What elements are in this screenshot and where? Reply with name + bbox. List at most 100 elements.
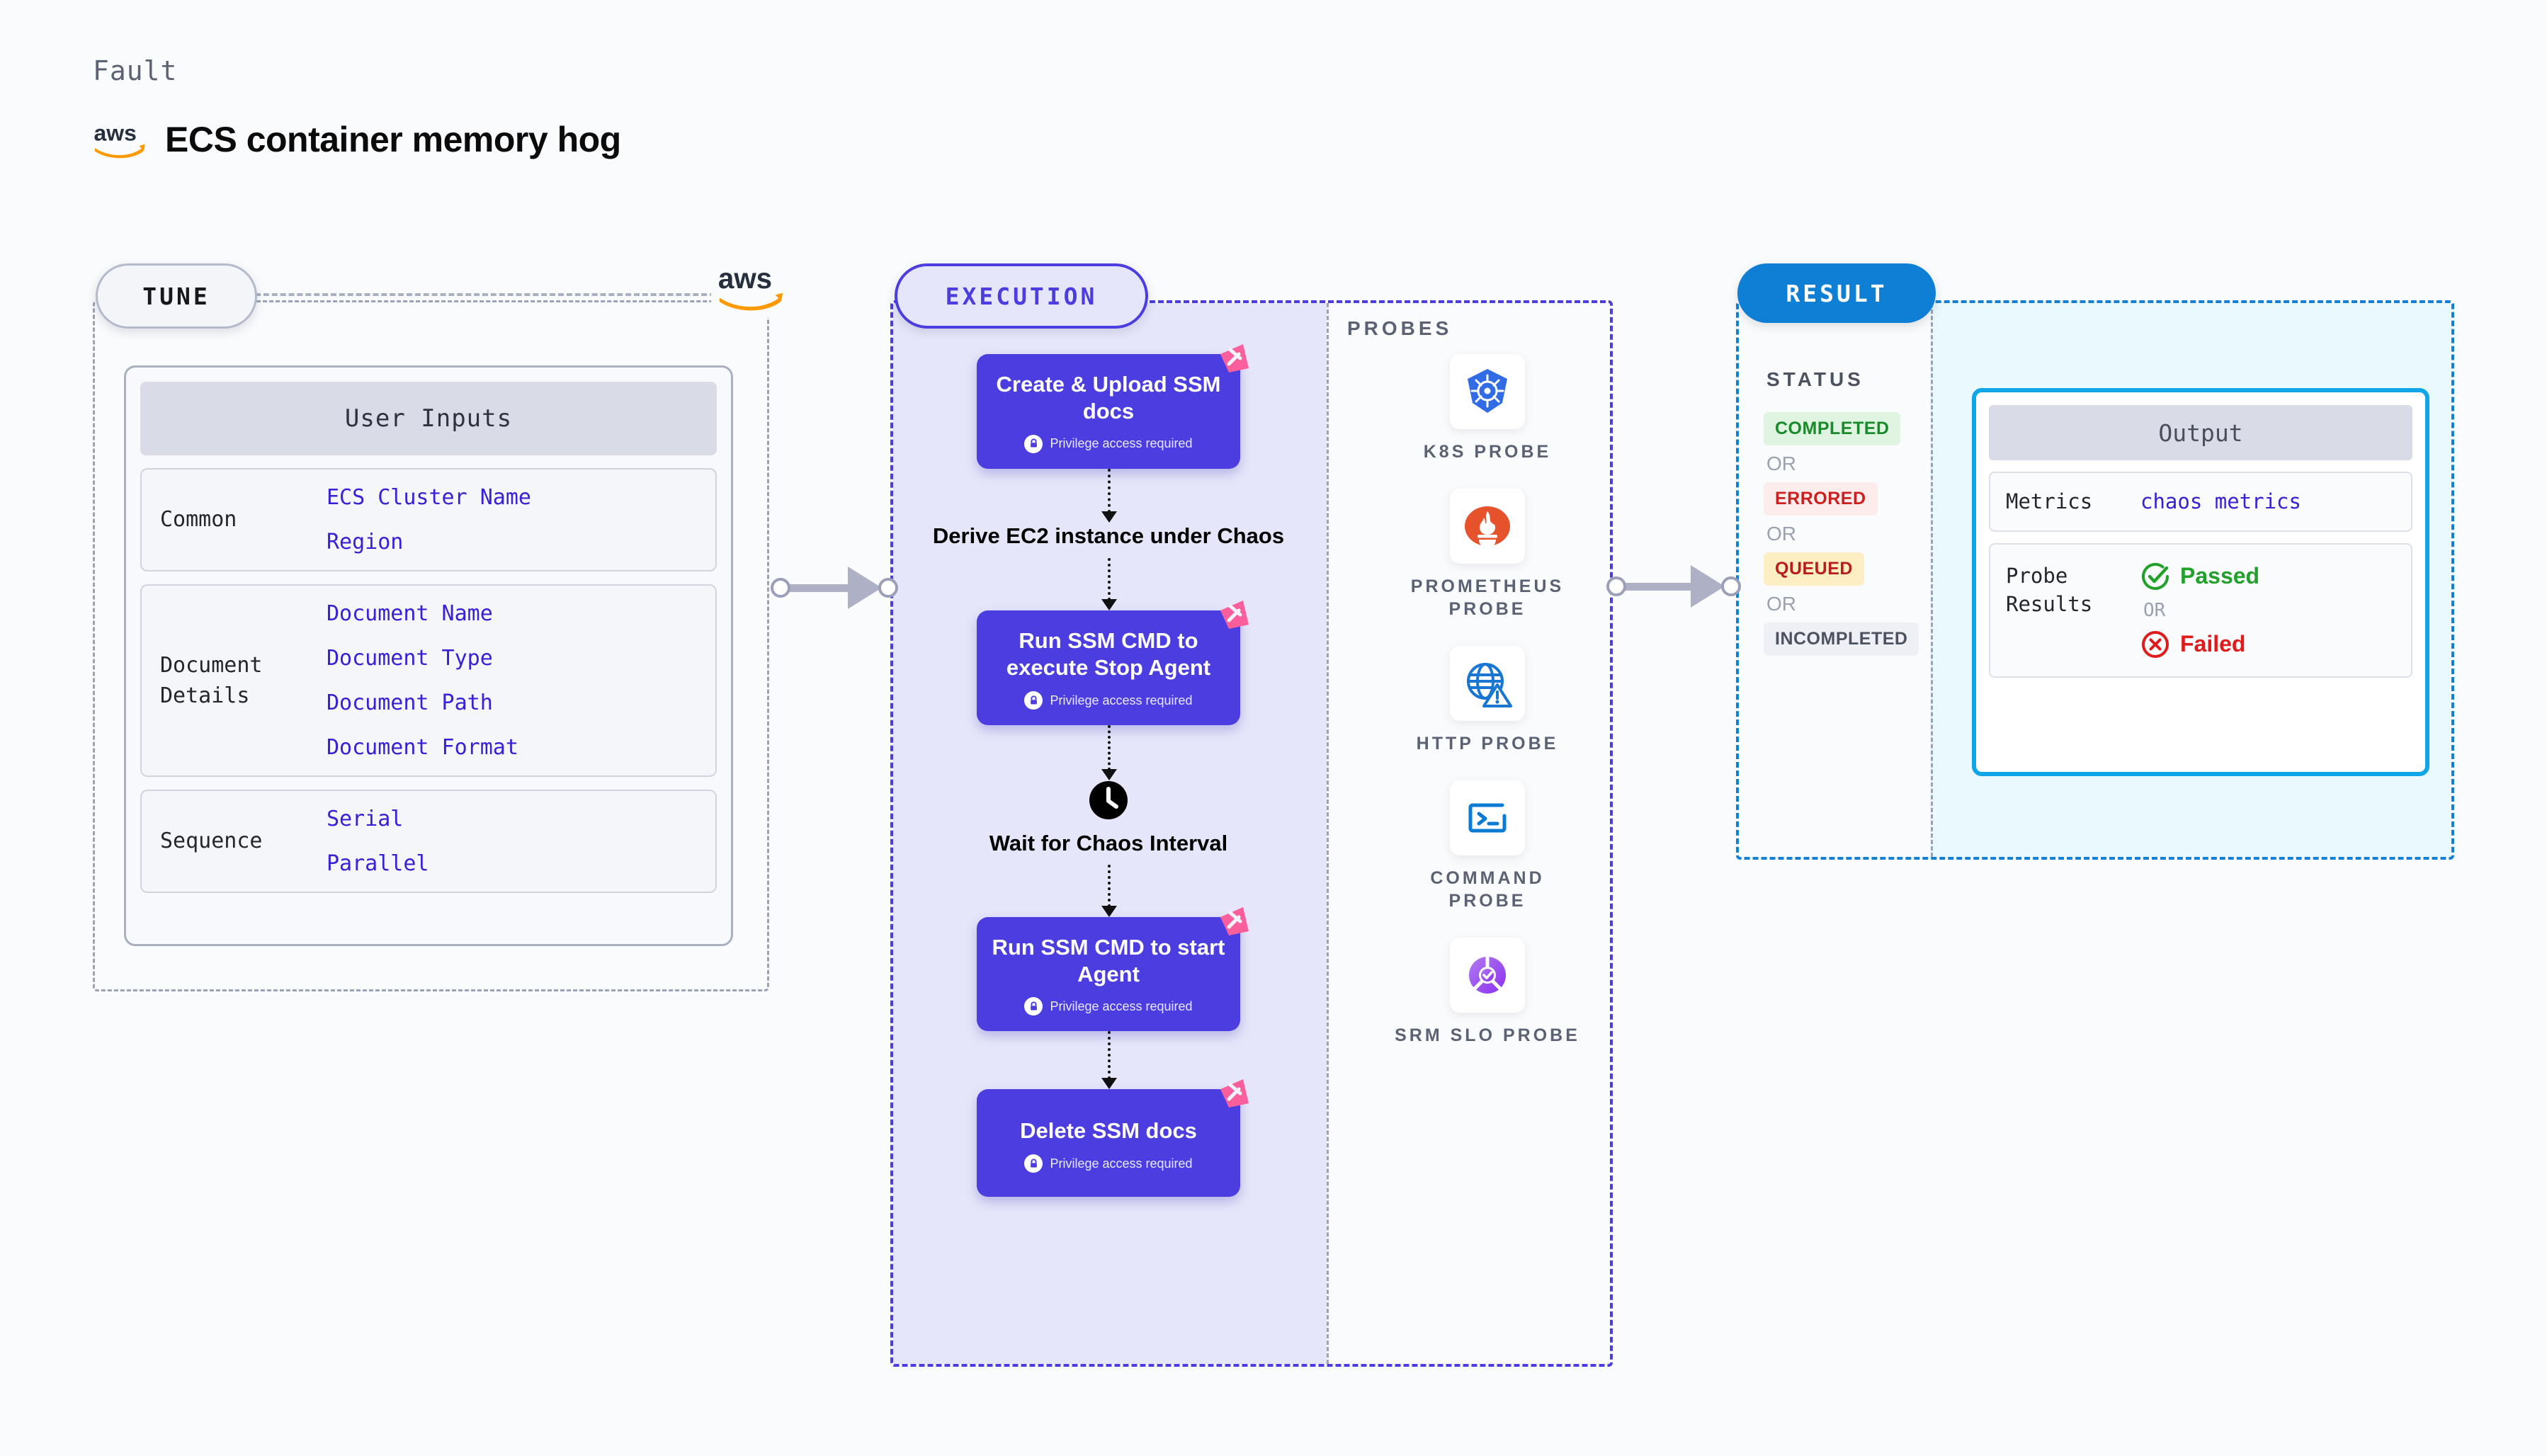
input-group-label: Common: [160, 507, 237, 533]
page-title: ECS container memory hog: [165, 120, 621, 159]
probe-tile: [1449, 354, 1525, 429]
status-badge-queued: QUEUED: [1764, 552, 1864, 586]
flow-node-title: Create & Upload SSM docs: [996, 372, 1221, 423]
output-row-probe-results: Probe Results Passed OR: [1989, 542, 2412, 678]
probe-result-or-label: OR: [2143, 599, 2166, 621]
flow-node[interactable]: Create & Upload SSM docs Privilege acces…: [977, 344, 1249, 469]
status-list: COMPLETED OR ERRORED OR QUEUED OR INCOMP…: [1764, 412, 1934, 656]
input-option[interactable]: ECS Cluster Name: [327, 485, 531, 510]
connector-line: [779, 584, 864, 592]
probe-result-failed-label: Failed: [2180, 631, 2246, 657]
input-option[interactable]: Parallel: [327, 851, 429, 876]
user-inputs-card: User Inputs Common ECS Cluster Name Regi…: [124, 365, 733, 946]
flow-node[interactable]: Run SSM CMD to execute Stop Agent Privil…: [977, 601, 1249, 725]
svg-text:aws: aws: [718, 262, 772, 295]
probe-result-failed: Failed: [2140, 630, 2259, 659]
flow-arrow: [1101, 468, 1117, 523]
connector-arrowhead: [848, 567, 882, 609]
lock-icon: [1024, 997, 1043, 1016]
probe-result-passed: Passed: [2140, 562, 2259, 591]
privilege-note-text: Privilege access required: [1050, 999, 1193, 1013]
input-option[interactable]: Document Name: [327, 601, 493, 626]
probes-column: K8S PROBE PROMETHEUS PROBE: [1388, 354, 1587, 1047]
status-or-label: OR: [1766, 593, 1796, 615]
connector-tune-to-execution: [766, 567, 908, 609]
execution-flow-column: Create & Upload SSM docs Privilege acces…: [907, 344, 1310, 1198]
probe-label: SRM SLO PROBE: [1395, 1025, 1580, 1045]
flow-step-label: Derive EC2 instance under Chaos: [932, 523, 1285, 548]
flow-node[interactable]: Run SSM CMD to start Agent Privilege acc…: [977, 906, 1249, 1032]
output-metrics-value[interactable]: chaos metrics: [2140, 489, 2301, 514]
probe-label: HTTP PROBE: [1416, 734, 1559, 753]
tune-pill-label: TUNE: [96, 263, 257, 329]
input-option[interactable]: Document Path: [327, 690, 493, 715]
privilege-note-text: Privilege access required: [1050, 436, 1193, 451]
flow-arrow: [1101, 1031, 1117, 1090]
flow-node[interactable]: Delete SSM docs Privilege access require…: [977, 1079, 1249, 1198]
status-or-label: OR: [1766, 523, 1796, 545]
tune-dashed-connector: [255, 293, 715, 296]
probes-section-label: PROBES: [1347, 317, 1453, 339]
probe-item-prometheus[interactable]: PROMETHEUS PROBE: [1388, 489, 1587, 620]
execution-pill-label: EXECUTION: [895, 263, 1148, 329]
flow-node-privilege-note: Privilege access required: [988, 1154, 1229, 1173]
privilege-note-text: Privilege access required: [1050, 1156, 1193, 1171]
flow-step-wait: Wait for Chaos Interval: [989, 780, 1227, 858]
x-circle-icon: [2140, 630, 2170, 659]
flow-node-privilege-note: Privilege access required: [988, 434, 1229, 453]
probe-item-command[interactable]: COMMAND PROBE: [1388, 780, 1587, 912]
connector-endpoint: [1606, 576, 1626, 596]
lock-icon: [1024, 434, 1043, 453]
output-row-label: Probe Results: [2006, 563, 2093, 617]
input-group-document-details: Document Details Document Name Document …: [140, 584, 717, 777]
probe-label: K8S PROBE: [1423, 442, 1552, 462]
srm-slo-icon: [1462, 950, 1513, 1001]
lock-icon: [1024, 1154, 1043, 1173]
probe-tile: [1450, 489, 1525, 564]
flow-node-title: Run SSM CMD to execute Stop Agent: [1006, 628, 1211, 681]
status-badge-incompleted: INCOMPLETED: [1764, 622, 1919, 656]
execution-panel: [890, 300, 1613, 1367]
flow-step-label: Wait for Chaos Interval: [989, 831, 1228, 855]
probe-tile: [1450, 780, 1525, 855]
aws-logo-icon: aws: [711, 256, 790, 317]
input-option[interactable]: Document Format: [327, 735, 518, 760]
aws-logo-icon: aws: [93, 119, 147, 160]
connector-endpoint: [771, 578, 790, 598]
flow-node-privilege-note: Privilege access required: [988, 691, 1229, 710]
input-group-common: Common ECS Cluster Name Region: [140, 468, 717, 571]
lock-icon: [1024, 691, 1043, 710]
probe-item-srm-slo[interactable]: SRM SLO PROBE: [1395, 938, 1580, 1047]
probe-tile: [1450, 938, 1525, 1013]
check-circle-icon: [2140, 562, 2170, 591]
terminal-icon: [1462, 792, 1513, 843]
input-option[interactable]: Region: [327, 530, 404, 554]
status-badge-errored: ERRORED: [1764, 482, 1878, 516]
status-section-label: STATUS: [1766, 368, 1864, 390]
kubernetes-icon: [1462, 366, 1513, 417]
flow-node-privilege-note: Privilege access required: [988, 997, 1229, 1016]
user-inputs-title: User Inputs: [140, 382, 717, 455]
probe-result-passed-label: Passed: [2180, 563, 2260, 589]
output-row-metrics: Metrics chaos metrics: [1989, 472, 2412, 532]
input-group-label: Sequence: [160, 829, 263, 854]
http-globe-warning-icon: [1462, 658, 1513, 709]
probe-item-http[interactable]: HTTP PROBE: [1417, 646, 1559, 755]
flow-arrow: [1101, 864, 1117, 917]
output-title: Output: [1989, 405, 2412, 460]
probes-divider: [1327, 303, 1329, 1364]
svg-text:aws: aws: [94, 120, 137, 145]
harness-triangle-badge-icon: [1215, 596, 1253, 633]
result-divider: [1931, 303, 1933, 857]
input-option[interactable]: Document Type: [327, 646, 493, 671]
flow-node-title: Delete SSM docs: [1020, 1118, 1197, 1144]
connector-endpoint: [1721, 576, 1741, 596]
fault-label: Fault: [93, 55, 178, 86]
input-option[interactable]: Serial: [327, 807, 404, 831]
probe-tile: [1449, 646, 1525, 721]
status-or-label: OR: [1766, 453, 1796, 474]
status-badge-completed: COMPLETED: [1764, 412, 1901, 445]
input-group-sequence: Sequence Serial Parallel: [140, 790, 717, 893]
probe-item-k8s[interactable]: K8S PROBE: [1424, 354, 1551, 463]
flow-node-title: Run SSM CMD to start Agent: [992, 934, 1225, 986]
